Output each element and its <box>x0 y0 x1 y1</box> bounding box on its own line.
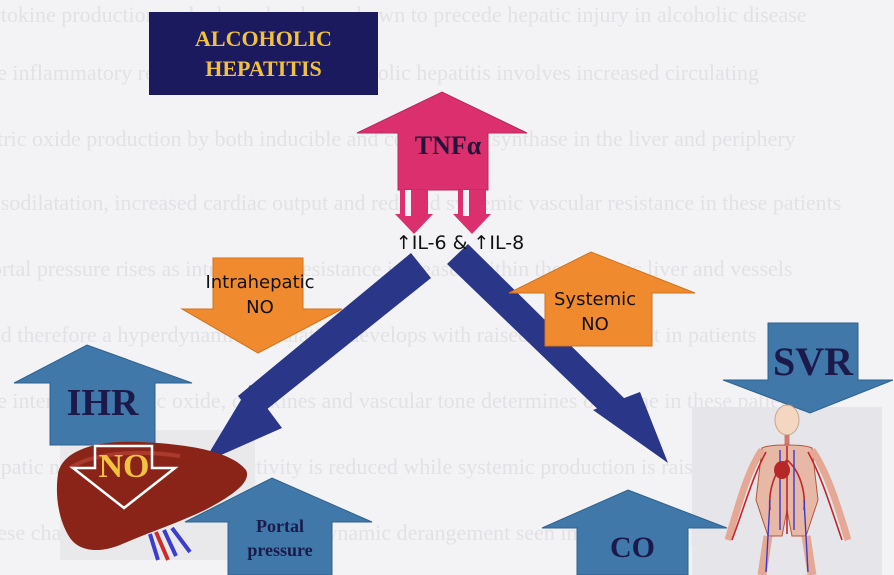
systemic-no-up-arrow <box>508 251 696 347</box>
tnf-label: TNFα <box>415 131 482 160</box>
intrahepatic-no-label: Intrahepatic NO <box>195 270 325 320</box>
svr-label: SVR <box>772 339 854 384</box>
portal-label-line-2: pressure <box>247 540 313 560</box>
portal-pressure-up-arrow <box>184 477 373 575</box>
tnf-up-arrow <box>356 91 528 234</box>
intrahepatic-label-line-2: NO <box>246 297 274 318</box>
intrahepatic-label-line-1: Intrahepatic <box>205 272 315 293</box>
liver-no-label: NO <box>98 448 150 485</box>
co-label: CO <box>610 531 655 564</box>
ihr-up-arrow <box>13 344 193 446</box>
svr-down-arrow <box>722 322 894 414</box>
portal-label-line-1: Portal <box>256 516 304 536</box>
liver-illustration <box>56 441 248 561</box>
human-circulation-figure <box>724 404 852 575</box>
systemic-label-line-1: Systemic <box>553 289 637 310</box>
title-box: ALCOHOLIC HEPATITIS <box>149 12 378 95</box>
title-line-2: HEPATITIS <box>205 55 322 81</box>
portal-pressure-label: Portal pressure <box>228 514 332 562</box>
left-diagonal-arrow <box>203 253 431 463</box>
title-line-1: ALCOHOLIC <box>195 25 332 51</box>
background-text-line: the inflammatory response that follows a… <box>0 60 759 85</box>
background-text-line: cytokine production and release has been… <box>0 2 807 27</box>
co-up-arrow <box>541 489 728 575</box>
intrahepatic-no-down-arrow <box>180 257 343 354</box>
systemic-no-label: Systemic NO <box>540 287 650 337</box>
interleukin-label: ↑IL-6 & ↑IL-8 <box>395 232 525 254</box>
right-diagonal-arrow <box>447 244 668 463</box>
systemic-label-line-2: NO <box>581 314 609 335</box>
liver-no-down-arrow <box>69 444 179 510</box>
ihr-label: IHR <box>66 382 139 424</box>
